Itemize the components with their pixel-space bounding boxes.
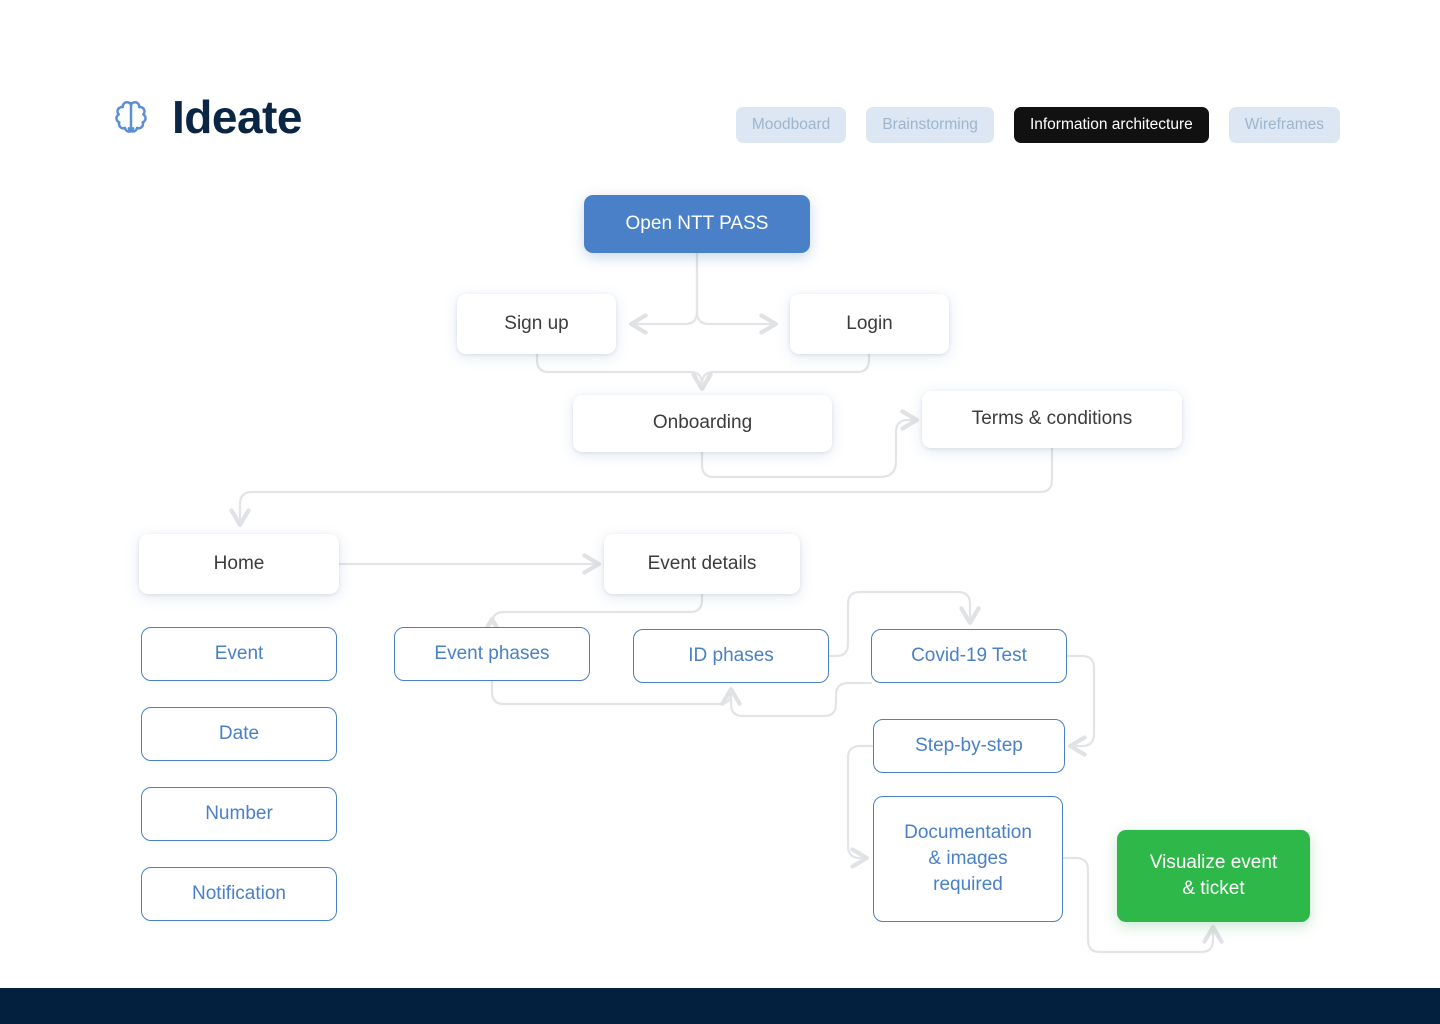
node-login[interactable]: Login (790, 294, 949, 354)
tab-brainstorming[interactable]: Brainstorming (866, 107, 994, 144)
node-event[interactable]: Event (141, 627, 337, 681)
tab-information-architecture[interactable]: Information architecture (1013, 107, 1209, 144)
node-number[interactable]: Number (141, 787, 337, 841)
node-event-phases[interactable]: Event phases (394, 627, 590, 681)
brand-name: Ideate (172, 91, 302, 143)
app-logo: Ideate (108, 94, 302, 140)
brain-icon (108, 94, 154, 140)
footer-band (0, 988, 1440, 1024)
node-id-phases[interactable]: ID phases (633, 629, 829, 683)
tab-moodboard[interactable]: Moodboard (735, 107, 847, 144)
node-step-by-step[interactable]: Step-by-step (873, 719, 1065, 773)
node-onboarding[interactable]: Onboarding (573, 395, 832, 452)
node-open-ntt-pass[interactable]: Open NTT PASS (584, 195, 810, 253)
node-event-details[interactable]: Event details (604, 534, 800, 594)
node-notification[interactable]: Notification (141, 867, 337, 921)
node-sign-up[interactable]: Sign up (457, 294, 616, 354)
node-home[interactable]: Home (139, 534, 339, 594)
node-documentation-and-images-required[interactable]: Documentation & images required (873, 796, 1063, 922)
node-terms-and-conditions[interactable]: Terms & conditions (922, 391, 1182, 448)
tab-wireframes[interactable]: Wireframes (1228, 107, 1340, 144)
view-tabs: Moodboard Brainstorming Information arch… (735, 107, 1340, 144)
node-covid-19-test[interactable]: Covid-19 Test (871, 629, 1067, 683)
node-date[interactable]: Date (141, 707, 337, 761)
node-visualize-event-and-ticket[interactable]: Visualize event & ticket (1117, 830, 1310, 922)
